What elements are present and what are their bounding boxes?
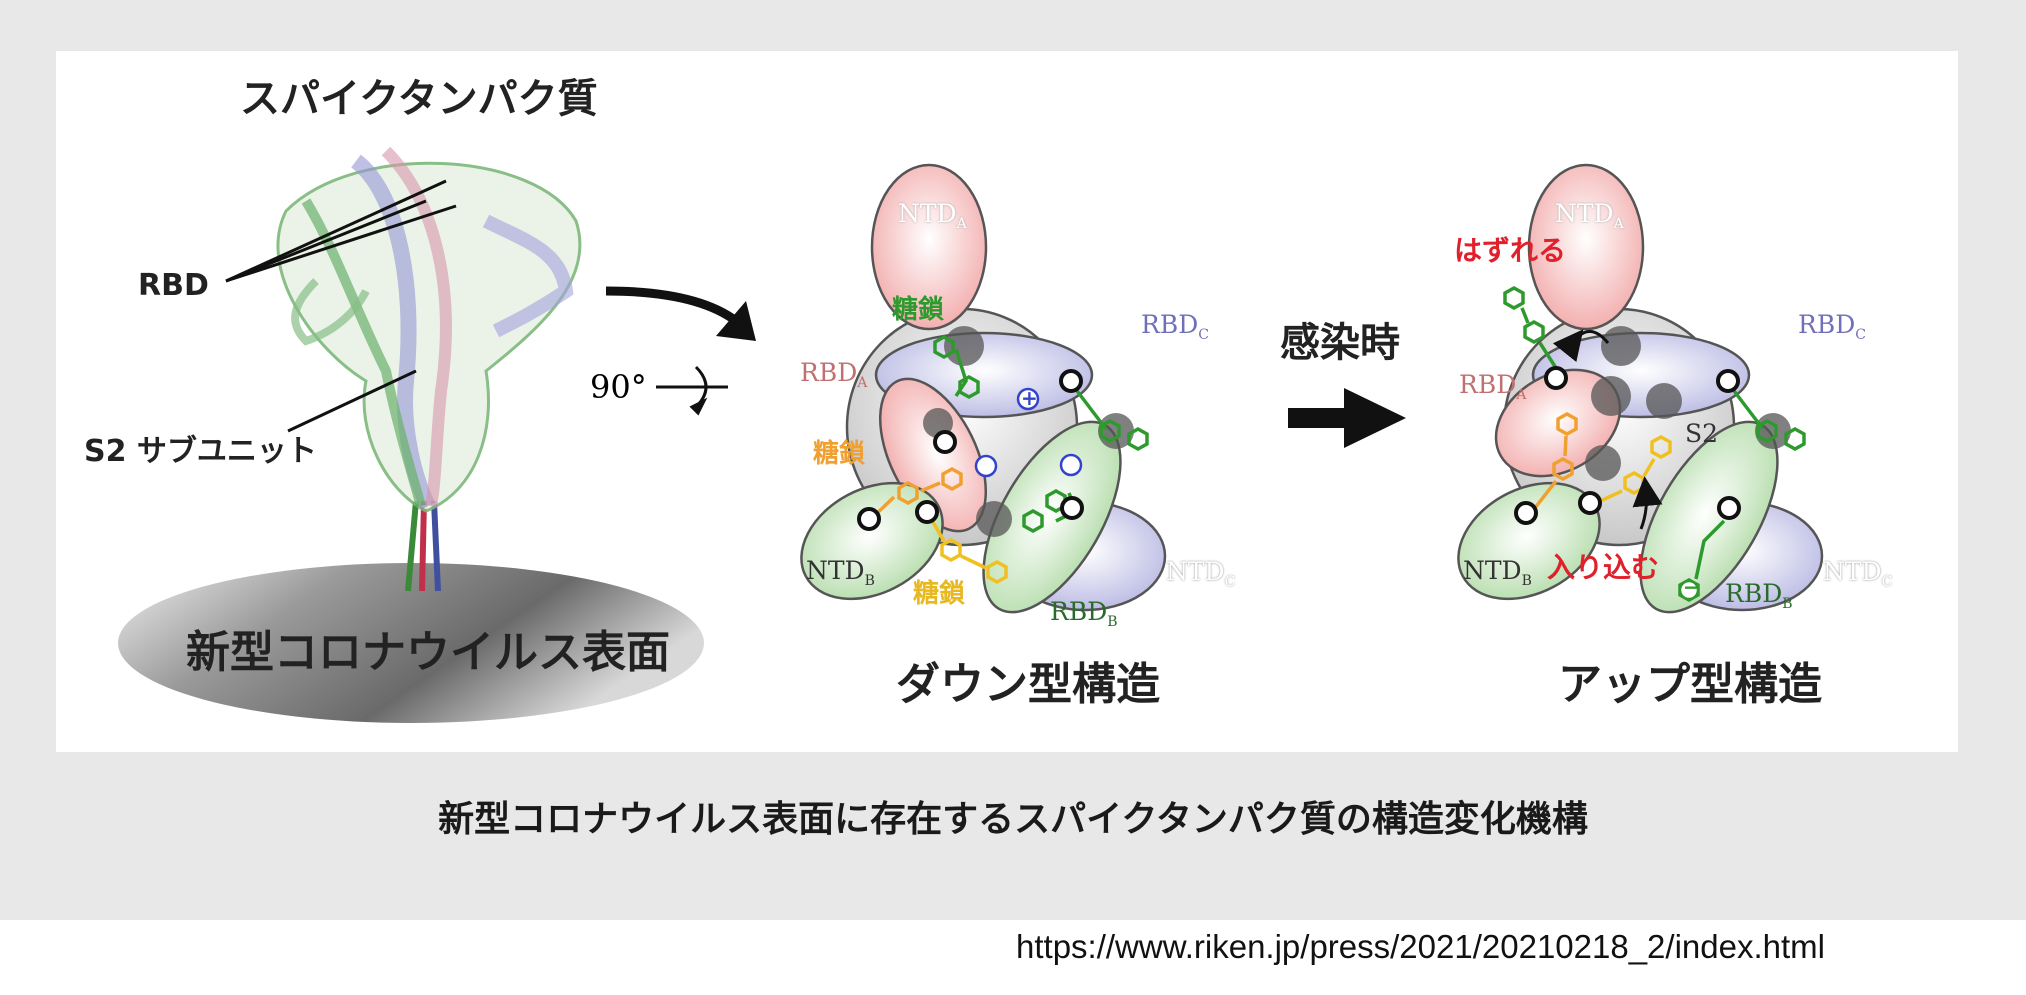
rotation-icon <box>656 365 728 416</box>
up-ntd-c-label: NTDC <box>1823 557 1893 590</box>
plus-symbol: + <box>1021 386 1038 410</box>
plus-charges <box>974 387 1083 478</box>
up-rbd-b-label: RBDB <box>1725 579 1793 612</box>
virus-surface <box>118 563 704 723</box>
up-ntd-a-label: NTDA <box>1555 199 1624 232</box>
minus-charge <box>1678 579 1700 601</box>
up-structure-title: アップ型構造 <box>1558 659 1822 710</box>
down-structure-title: ダウン型構造 <box>896 659 1160 710</box>
down-ntd-b-label: NTDB <box>806 556 875 589</box>
spike-stalk <box>405 500 441 592</box>
down-rbd-c-label: RBDC <box>1141 310 1209 343</box>
down-conformation <box>800 163 1167 614</box>
minus-symbol: − <box>1683 575 1700 599</box>
spike-protein-structure <box>276 146 582 513</box>
glycan-green-label: 糖鎖 <box>892 295 945 325</box>
up-s2-label: S2 <box>1685 419 1719 448</box>
up-ntd-b-label: NTDB <box>1463 556 1532 589</box>
figure-panel: スパイクタンパク質 RBD S2 サブユニット 新型コロナウイルス表面 90° … <box>56 51 1958 752</box>
figure-graphics <box>118 146 1824 723</box>
slide-background: スパイクタンパク質 RBD S2 サブユニット 新型コロナウイルス表面 90° … <box>0 0 2026 920</box>
rbd-label: RBD <box>138 268 209 303</box>
insert-arrow <box>1632 476 1663 530</box>
insert-label: 入り込む <box>1547 551 1660 584</box>
rbd-pointer-lines <box>225 179 457 283</box>
down-rbd-b-label: RBDB <box>1050 597 1118 630</box>
down-ntd-a-label: NTDA <box>898 199 967 232</box>
up-rbd-c-label: RBDC <box>1798 310 1866 343</box>
curved-arrow <box>605 286 739 325</box>
glycan-yellow-label: 糖鎖 <box>913 579 966 609</box>
source-url: https://www.riken.jp/press/2021/20210218… <box>1016 928 1825 965</box>
detach-label: はずれる <box>1454 234 1567 267</box>
rotation-label: 90° <box>590 368 647 406</box>
infection-label: 感染時 <box>1280 320 1400 366</box>
s2-pointer-line <box>287 369 417 433</box>
down-rbd-a-label: RBDA <box>800 358 868 391</box>
down-ntd-c-label: NTDC <box>1166 557 1236 590</box>
surface-label: 新型コロナウイルス表面 <box>186 627 670 678</box>
detach-arrow <box>1552 329 1610 363</box>
up-conformation <box>1457 163 1824 614</box>
up-rbd-a-label: RBDA <box>1459 370 1527 403</box>
spike-title: スパイクタンパク質 <box>240 76 598 122</box>
s2-subunit-label: S2 サブユニット <box>84 434 317 469</box>
infection-arrow <box>1288 388 1406 448</box>
figure-caption: 新型コロナウイルス表面に存在するスパイクタンパク質の構造変化機構 <box>438 799 1588 840</box>
curved-arrow-head <box>716 301 756 341</box>
glycan-orange-label: 糖鎖 <box>813 439 866 469</box>
